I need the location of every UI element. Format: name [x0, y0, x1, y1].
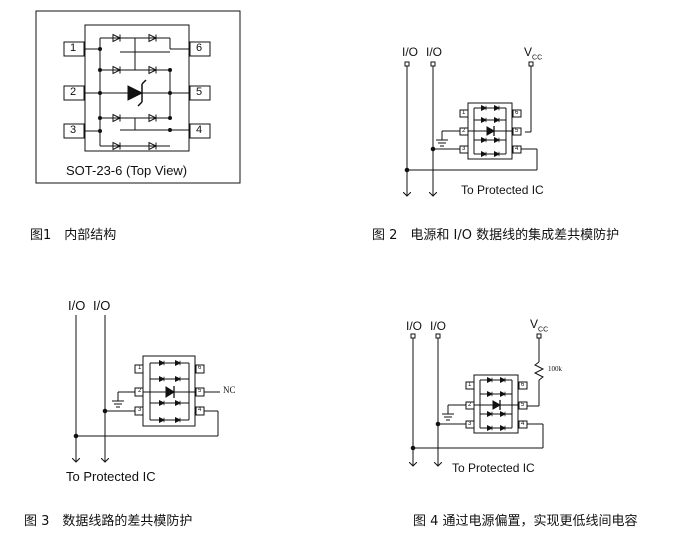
fig1-caption: 图1 内部结构 — [30, 228, 117, 243]
fig1-pin-label-3: 3 — [70, 124, 77, 136]
fig4-pin-label-4: 4 — [521, 421, 525, 427]
fig2-pin-label-1: 1 — [462, 110, 466, 116]
fig4-pin-label-2: 2 — [468, 402, 472, 408]
fig2-pin-label-4: 4 — [515, 146, 519, 152]
figure-3-circuit — [74, 315, 220, 462]
figure-4-circuit — [411, 333, 545, 466]
fig4-vcc-label: VCC — [530, 317, 549, 334]
fig3-io-label-2: I/O — [93, 298, 111, 313]
fig4-resistor — [533, 361, 545, 381]
fig3-pin-label-2: 2 — [138, 388, 142, 394]
fig4-caption: 图 4 通过电源偏置，实现更低线间电容 — [413, 514, 638, 529]
fig3-pin-label-1: 1 — [138, 365, 142, 371]
fig1-tvs-diode — [127, 85, 144, 101]
fig2-pin-label-5: 5 — [515, 128, 519, 134]
fig4-to-ic-label: To Protected IC — [452, 461, 535, 475]
fig4-io-label-1: I/O — [406, 319, 423, 333]
figure-2-circuit — [405, 61, 538, 196]
fig3-caption: 图 3 数据线路的差共模防护 — [24, 514, 193, 529]
fig4-vcc-subscript: CC — [538, 326, 549, 334]
fig1-pin-4 — [189, 123, 211, 139]
fig2-caption: 图 2 电源和 I/O 数据线的集成差共模防护 — [372, 228, 620, 243]
fig1-frame — [35, 10, 241, 184]
figure-1-internal-structure — [35, 10, 241, 184]
fig2-vcc-label: VCC — [524, 45, 543, 62]
fig2-pin-label-2: 2 — [462, 128, 466, 134]
fig1-pin-label-1: 1 — [70, 42, 77, 54]
fig4-pin-label-6: 6 — [521, 382, 525, 388]
fig3-pin-label-4: 4 — [198, 407, 202, 413]
fig3-nc-label: NC — [223, 385, 236, 395]
fig2-pin-label-3: 3 — [462, 146, 466, 152]
fig4-pin-label-3: 3 — [468, 421, 472, 427]
fig2-io-label-2: I/O — [426, 45, 443, 59]
fig1-pin-label-2: 2 — [70, 86, 77, 98]
fig4-pin-label-1: 1 — [468, 382, 472, 388]
fig2-to-ic-label: To Protected IC — [461, 183, 544, 197]
fig1-package-label: SOT-23-6 (Top View) — [66, 163, 188, 178]
fig2-pin-label-6: 6 — [515, 110, 519, 116]
fig2-io-label-1: I/O — [402, 45, 419, 59]
fig1-pin-label-6: 6 — [196, 42, 203, 54]
fig4-io-label-2: I/O — [430, 319, 447, 333]
fig4-resistor-label: 100k — [548, 365, 562, 373]
fig3-io-label-1: I/O — [68, 298, 86, 313]
fig1-package-outline — [84, 24, 190, 152]
fig2-vcc-subscript: CC — [532, 54, 543, 62]
fig4-pin-label-5: 5 — [521, 402, 525, 408]
fig3-pin-label-6: 6 — [198, 365, 202, 371]
fig3-to-ic-label: To Protected IC — [66, 469, 156, 484]
fig1-pin-label-5: 5 — [196, 86, 203, 98]
fig1-pin-label-4: 4 — [196, 124, 203, 136]
fig3-pin-label-3: 3 — [138, 407, 142, 413]
fig3-pin-label-5: 5 — [198, 388, 202, 394]
